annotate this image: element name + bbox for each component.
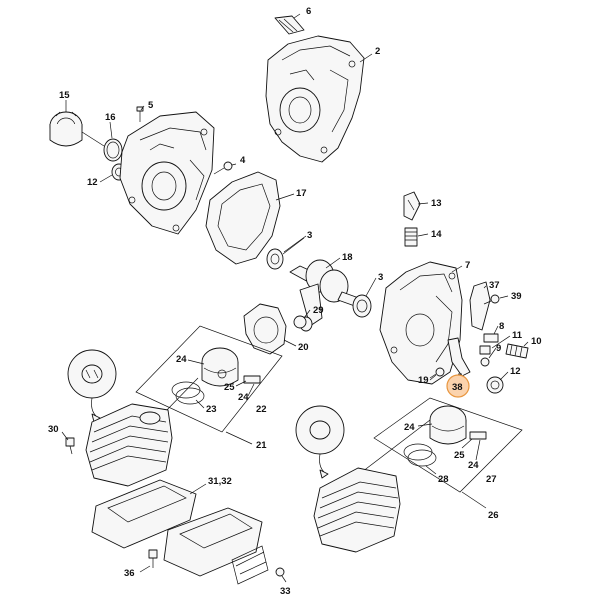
callout-10: 10 [531,336,542,347]
callout-4: 4 [240,155,246,166]
part-31-32-muffler [91,479,269,585]
part-36-screw [148,549,158,568]
part-37-bracket [469,281,491,331]
magnifier-callout-left [67,349,117,423]
callout-3-lower: 3 [378,272,383,283]
callout-3-upper: 3 [307,230,312,241]
magnifier-callout-right [295,405,345,479]
piston-left [201,347,239,387]
callout-22: 22 [256,404,267,415]
callout-9: 9 [496,343,501,354]
callout-16: 16 [105,112,116,123]
part-33-screw [275,567,285,577]
callout-37: 37 [489,280,500,291]
piston-pin-right [469,431,487,440]
callout-38: 38 [452,382,463,393]
callout-17: 17 [296,188,307,199]
callout-29: 29 [313,305,324,316]
part-2-crankcase-half [265,35,365,163]
callout-20: 20 [298,342,309,353]
piston-right [429,405,467,445]
callout-15: 15 [59,90,70,101]
leader-lines [61,13,529,583]
part-10-stud [505,343,529,359]
part-17-gasket [205,171,281,265]
piston-pin-left [243,375,261,384]
piston-rings-right [403,443,437,467]
part-39-screw [483,294,500,305]
callout-30: 30 [48,424,59,435]
callout-27: 27 [486,474,497,485]
callout-24-c: 24 [404,422,415,433]
callout-26: 26 [488,510,499,521]
crankcase-half-left [119,111,215,235]
callout-labels: 6 2 15 16 5 12 4 17 3 18 3 13 14 7 37 39… [48,6,542,597]
part-14-plug [404,227,418,247]
callout-11: 11 [512,330,523,341]
callout-12-lower: 12 [510,366,521,377]
part-7-crankcase-right [379,261,463,385]
part-12-seal-lower [486,376,504,394]
callout-19: 19 [418,375,429,386]
part-3-bearing-upper [266,237,305,270]
callout-13: 13 [431,198,442,209]
callout-24-d: 24 [468,460,479,471]
callout-25-a: 25 [224,382,235,393]
part-20-gasket [243,303,287,355]
part-3-bearing-lower [352,294,372,318]
callout-8: 8 [499,321,504,332]
part-29-needle-cage [293,315,307,329]
callout-23: 23 [206,404,217,415]
part-19-screw [429,367,445,379]
callout-38-highlight [446,374,470,398]
callout-36: 36 [124,568,135,579]
callout-39: 39 [511,291,522,302]
part-11-screw [479,345,491,355]
callout-21: 21 [256,440,267,451]
callout-24-a: 24 [176,354,187,365]
part-5-screw [136,106,144,122]
callout-28: 28 [438,474,449,485]
cylinder-right [313,467,401,553]
part-4-screw [213,161,233,175]
cylinder-left [85,403,173,487]
callout-12: 12 [87,177,98,188]
callout-33: 33 [280,586,291,597]
callout-14: 14 [431,229,442,240]
callout-2: 2 [375,46,380,57]
detail-frame-right [353,397,523,509]
callout-6: 6 [306,6,311,17]
piston-rings-left [171,381,205,405]
part-38-bracket [447,337,471,377]
callout-7: 7 [465,260,470,271]
callout-5: 5 [148,100,154,111]
callout-25-b: 25 [454,450,465,461]
part-16-o-ring [81,131,123,162]
part-15-housing [49,111,83,147]
callout-31-32: 31,32 [208,476,232,487]
callout-24-b: 24 [238,392,249,403]
callout-18: 18 [342,252,353,263]
part-9-washer [480,357,490,367]
part-8-stud [483,333,499,343]
part-6-cap [274,15,305,35]
part-13-clip [403,191,421,221]
part-30-screw [65,437,75,455]
